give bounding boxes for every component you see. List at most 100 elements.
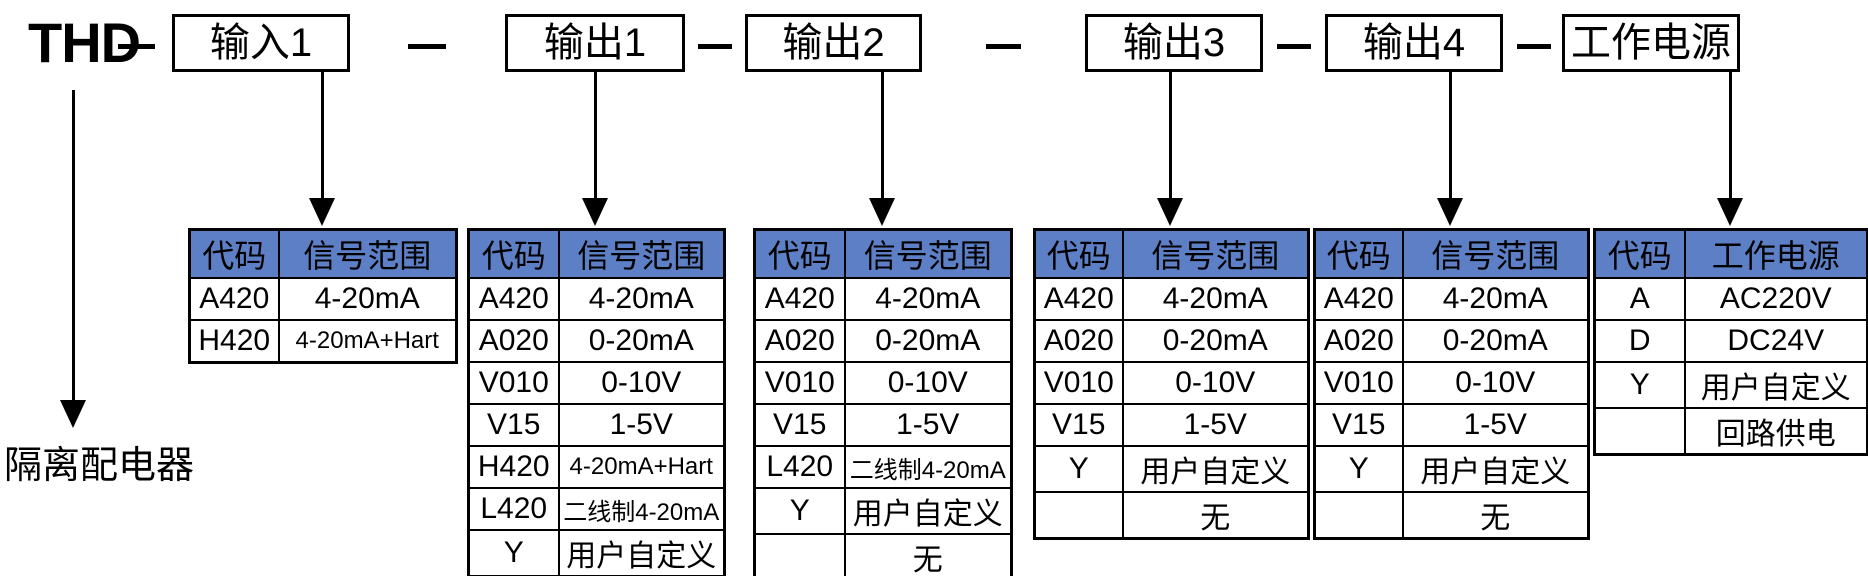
table-cell-value: 0-20mA <box>557 319 726 363</box>
table-header-cell: 工作电源 <box>1683 228 1868 279</box>
segment-arrow-shaft <box>1729 72 1732 202</box>
table-cell-code: L420 <box>467 487 560 531</box>
table-cell-value: 1-5V <box>843 403 1013 447</box>
table-cell-value: 用户自定义 <box>557 529 726 576</box>
table-cell-code: A420 <box>188 277 280 321</box>
dash-separator <box>408 44 446 49</box>
dash-separator <box>1277 44 1311 49</box>
table-cell-value: 用户自定义 <box>1683 361 1868 409</box>
table-cell-value: 4-20mA <box>277 277 458 321</box>
table-cell-code <box>753 533 846 576</box>
table-cell-value: 0-10V <box>557 361 726 405</box>
table-cell-value: 1-5V <box>557 403 726 447</box>
table-header-cell: 代码 <box>1593 228 1686 279</box>
table-row: 无 <box>753 533 1013 576</box>
segment-box-3: 输出2 <box>745 14 922 72</box>
table-cell-code: A020 <box>467 319 560 363</box>
table-cell-value: 无 <box>843 533 1013 576</box>
segment-box-1: 输入1 <box>172 14 350 72</box>
table-header-cell: 信号范围 <box>1401 228 1590 279</box>
table-cell-value: 4-20mA <box>1401 277 1590 321</box>
table-cell-code: Y <box>1033 445 1124 493</box>
table-cell-code: A020 <box>1033 319 1124 363</box>
table-cell-code: Y <box>1593 361 1686 409</box>
table-cell-value: 二线制4-20mA <box>843 445 1013 489</box>
segment-arrow-head <box>1717 198 1743 226</box>
dash-separator <box>118 44 155 49</box>
segment-arrow-head <box>582 198 608 226</box>
segment-arrow-shaft <box>881 72 884 202</box>
model-prefix: THD <box>28 11 141 74</box>
segment-arrow-shaft <box>1169 72 1172 202</box>
table-cell-value: 无 <box>1401 491 1590 540</box>
table-cell-code: V15 <box>1033 403 1124 447</box>
table-cell-code: L420 <box>753 445 846 489</box>
table-cell-code: V010 <box>1033 361 1124 405</box>
model-prefix-note: 隔离配电器 <box>4 445 195 487</box>
segment-arrow-shaft <box>594 72 597 202</box>
dash-separator <box>986 44 1021 49</box>
table-cell-code: A420 <box>753 277 846 321</box>
segment-arrow-head <box>1437 198 1463 226</box>
table-cell-code: Y <box>753 487 846 535</box>
segment-arrow-head <box>1157 198 1183 226</box>
table-cell-value: 0-20mA <box>843 319 1013 363</box>
table-cell-code: D <box>1593 319 1686 363</box>
segment-label: 输出4 <box>1362 21 1466 65</box>
table-cell-value: 0-10V <box>1121 361 1310 405</box>
table-cell-value: 4-20mA+Hart <box>277 319 458 363</box>
table-cell-value: 4-20mA <box>1121 277 1310 321</box>
table-cell-code: H420 <box>467 445 560 489</box>
model-prefix-arrow-shaft <box>72 90 75 402</box>
table-cell-value: 0-20mA <box>1121 319 1310 363</box>
table-cell-value: 1-5V <box>1401 403 1590 447</box>
segment-box-2: 输出1 <box>505 14 685 72</box>
table-cell-code <box>1313 491 1404 540</box>
dash-separator <box>1517 44 1551 49</box>
table-header-cell: 代码 <box>188 228 280 279</box>
table-header-cell: 信号范围 <box>1121 228 1310 279</box>
segment-box-6: 工作电源 <box>1562 14 1740 72</box>
table-cell-code: V010 <box>1313 361 1404 405</box>
table-header-cell: 信号范围 <box>557 228 726 279</box>
dash-separator <box>698 44 732 49</box>
table-cell-value: 用户自定义 <box>1121 445 1310 493</box>
table-cell-code: V15 <box>467 403 560 447</box>
table-cell-value: 用户自定义 <box>843 487 1013 535</box>
table-cell-code: V15 <box>1313 403 1404 447</box>
segment-box-4: 输出3 <box>1085 14 1263 72</box>
segment-label: 输入1 <box>209 21 313 65</box>
table-cell-value: 4-20mA <box>557 277 726 321</box>
table-cell-code: A420 <box>1313 277 1404 321</box>
segment-label: 输出1 <box>543 21 647 65</box>
table-cell-code: V010 <box>753 361 846 405</box>
table-header-cell: 代码 <box>1313 228 1404 279</box>
segment-label: 工作电源 <box>1571 21 1731 65</box>
table-cell-value: 二线制4-20mA <box>557 487 726 531</box>
model-prefix-arrow-head <box>60 400 86 428</box>
table-cell-code: A020 <box>753 319 846 363</box>
table-cell-value: 0-10V <box>843 361 1013 405</box>
table-header-cell: 代码 <box>467 228 560 279</box>
